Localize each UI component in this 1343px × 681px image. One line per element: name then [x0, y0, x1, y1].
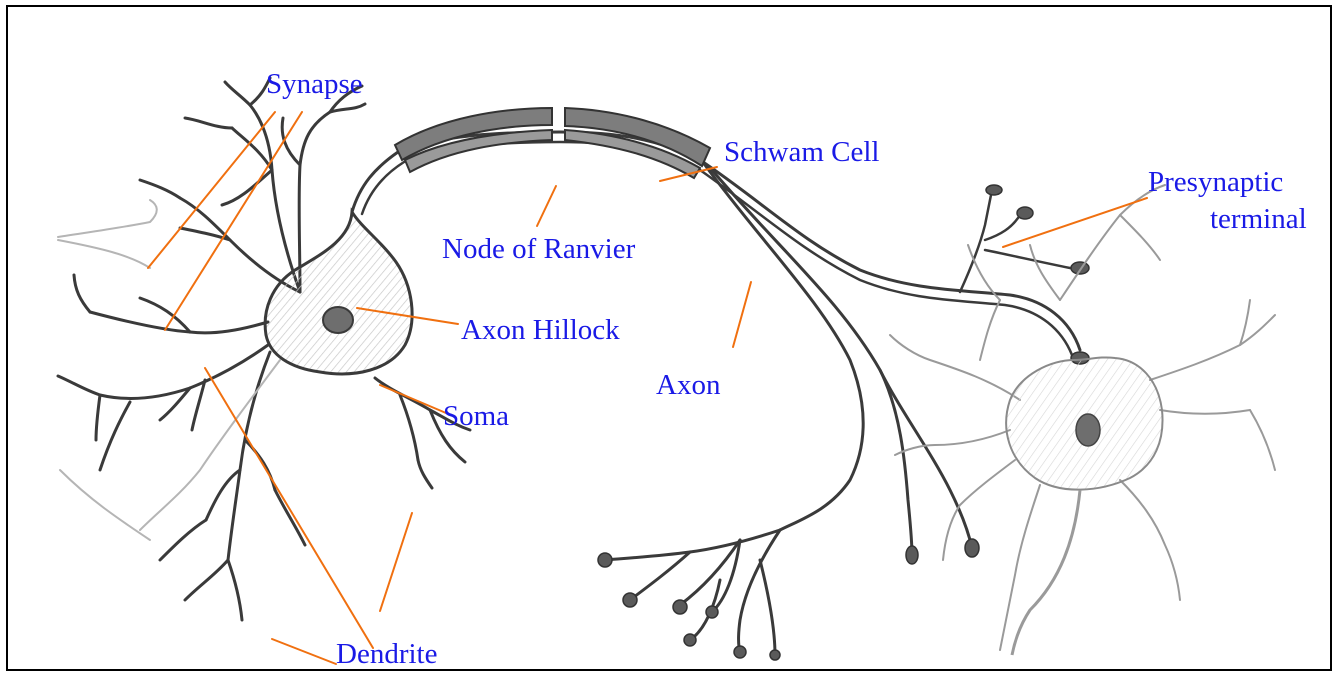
leader-dendrite-2	[380, 513, 412, 611]
label-schwann-cell: Schwam Cell	[724, 138, 879, 167]
leader-presynaptic	[1003, 198, 1147, 247]
right-nucleus	[1076, 414, 1100, 446]
label-dendrite: Dendrite	[336, 640, 437, 669]
label-presynaptic-terminal-line2: terminal	[1210, 205, 1307, 234]
leader-dendrite-1	[205, 368, 373, 648]
label-node-of-ranvier: Node of Ranvier	[442, 235, 635, 264]
leader-axon	[733, 282, 751, 347]
left-soma	[265, 212, 412, 374]
label-soma: Soma	[443, 402, 509, 431]
leader-soma	[380, 385, 446, 413]
left-nucleus	[323, 307, 353, 333]
label-presynaptic-terminal-line1: Presynaptic	[1148, 168, 1283, 197]
label-axon: Axon	[656, 371, 720, 400]
sketch-shading	[58, 200, 280, 540]
label-axon-hillock: Axon Hillock	[461, 316, 620, 345]
leader-dendrite-3	[272, 639, 336, 664]
presynaptic-branches	[960, 190, 1070, 292]
right-axon-tail	[1012, 490, 1080, 655]
leader-node-ranvier	[537, 186, 556, 226]
label-synapse: Synapse	[266, 70, 363, 99]
